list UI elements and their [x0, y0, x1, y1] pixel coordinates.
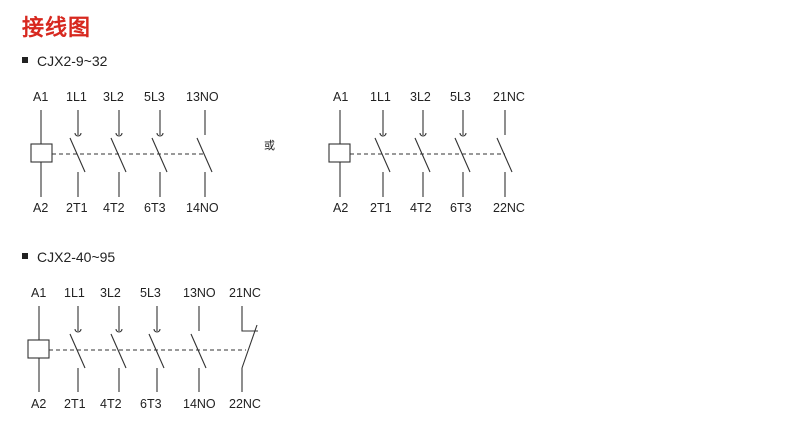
- terminal-label: 3L2: [410, 90, 431, 104]
- aux-contact-no: [196, 110, 213, 197]
- terminal-label: A1: [33, 90, 48, 104]
- coil-symbol: [328, 143, 351, 163]
- section-heading-label: CJX2-9~32: [37, 53, 108, 69]
- terminal-label: 6T3: [450, 201, 472, 215]
- terminal-label: 3L2: [100, 286, 121, 300]
- section-heading-label: CJX2-40~95: [37, 249, 116, 265]
- main-contact-3: [454, 110, 471, 197]
- terminal-label: 5L3: [144, 90, 165, 104]
- terminal-label: 5L3: [450, 90, 471, 104]
- terminal-label: 4T2: [100, 397, 122, 411]
- main-contact-3: [148, 306, 165, 392]
- main-contact-1: [69, 306, 86, 392]
- terminal-label: 22NC: [229, 397, 261, 411]
- terminal-label: 21NC: [229, 286, 261, 300]
- main-contact-2: [110, 110, 127, 197]
- terminal-label: A1: [31, 286, 46, 300]
- coil-symbol: [27, 339, 50, 359]
- section-heading-cjx2-40-95: CJX2-40~95: [22, 249, 115, 265]
- main-contact-2: [110, 306, 127, 392]
- terminal-label: A2: [31, 397, 46, 411]
- terminal-label: 21NC: [493, 90, 525, 104]
- terminal-label: 13NO: [186, 90, 219, 104]
- main-contact-3: [151, 110, 168, 197]
- terminal-label: 1L1: [66, 90, 87, 104]
- terminal-label: A2: [333, 201, 348, 215]
- main-contact-1: [69, 110, 86, 197]
- or-label: 或: [264, 139, 275, 152]
- terminal-label: 2T1: [64, 397, 86, 411]
- terminal-label: A2: [33, 201, 48, 215]
- square-bullet-icon: [22, 253, 28, 260]
- wiring-diagram-1a: A1 1L1 3L2 5L3 13NO A2 2T1 4T2 6T3 14NO: [30, 90, 219, 215]
- terminal-label: 14NO: [183, 397, 216, 411]
- terminal-label: 2T1: [66, 201, 88, 215]
- terminal-label: 13NO: [183, 286, 216, 300]
- aux-contact-no: [190, 306, 207, 392]
- square-bullet-icon: [22, 57, 28, 64]
- terminal-label: A1: [333, 90, 348, 104]
- terminal-label: 14NO: [186, 201, 219, 215]
- section-heading-cjx2-9-32: CJX2-9~32: [22, 53, 107, 69]
- terminal-label: 3L2: [103, 90, 124, 104]
- terminal-label: 1L1: [64, 286, 85, 300]
- terminal-label: 1L1: [370, 90, 391, 104]
- main-contact-2: [414, 110, 431, 197]
- terminal-label: 5L3: [140, 286, 161, 300]
- aux-contact-nc: [241, 306, 258, 392]
- terminal-label: 4T2: [103, 201, 125, 215]
- terminal-label: 4T2: [410, 201, 432, 215]
- page-title: 接线图: [22, 16, 92, 41]
- aux-contact-nc: [496, 110, 513, 197]
- main-contact-1: [374, 110, 391, 197]
- coil-symbol: [30, 143, 53, 163]
- terminal-label: 6T3: [140, 397, 162, 411]
- terminal-label: 6T3: [144, 201, 166, 215]
- terminal-label: 22NC: [493, 201, 525, 215]
- wiring-diagram-2: A1 1L1 3L2 5L3 13NO 21NC A2 2T1 4T2 6T3 …: [27, 286, 261, 411]
- wiring-diagram-1b: A1 1L1 3L2 5L3 21NC A2 2T1 4T2 6T3 22NC: [328, 90, 525, 215]
- terminal-label: 2T1: [370, 201, 392, 215]
